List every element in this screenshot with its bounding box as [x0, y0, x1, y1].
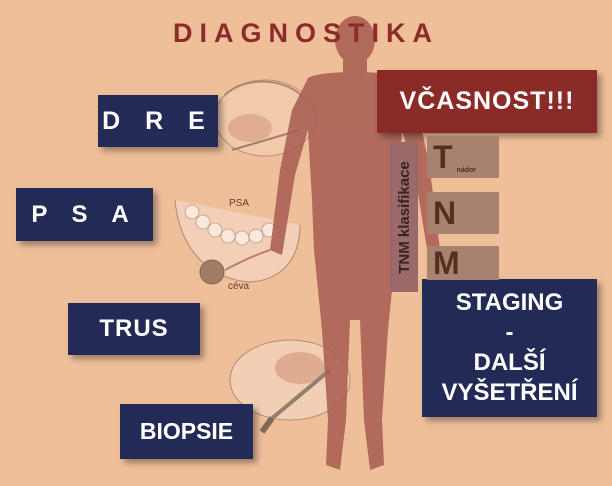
tnm-vertical-label: TNM klasifikace: [390, 142, 418, 292]
tnm-letter-t: T: [433, 138, 453, 175]
staging-line-4: VYŠETŘENÍ: [441, 379, 578, 406]
trus-label: TRUS: [99, 315, 169, 342]
ceva-illustration-label: céva: [228, 281, 250, 292]
dre-box: D R E: [98, 95, 218, 147]
staging-line-3: DALŠÍ: [473, 349, 546, 376]
staging-line-2: -: [505, 319, 514, 346]
psa-prostate-illustration: [174, 199, 301, 285]
staging-box: STAGING - DALŠÍ VYŠETŘENÍ: [422, 279, 597, 417]
trus-box: TRUS: [68, 303, 200, 355]
vcasnost-label: VČASNOST!!!: [399, 87, 575, 115]
tnm-note-t: nádor: [456, 167, 476, 174]
biopsie-label: BIOPSIE: [139, 418, 234, 444]
tnm-cell-n: N: [427, 192, 499, 234]
tnm-cell-m: M: [427, 244, 499, 281]
tnm-letter-m: M: [433, 244, 460, 281]
vcasnost-box: VČASNOST!!!: [377, 70, 597, 133]
tnm-label-text: TNM klasifikace: [395, 160, 413, 274]
dre-label: D R E: [102, 106, 214, 135]
biopsie-box: BIOPSIE: [120, 404, 253, 459]
tnm-letter-n: N: [433, 194, 457, 231]
psa-label: P S A: [31, 200, 138, 228]
tnm-cell-t: T nádor: [427, 136, 499, 178]
psa-box: P S A: [16, 188, 153, 241]
staging-line-1: STAGING: [455, 289, 564, 316]
page-title: DIAGNOSTIKA: [173, 18, 439, 48]
psa-illustration-label: PSA: [229, 198, 250, 209]
trus-biopsy-illustration: [229, 339, 351, 434]
